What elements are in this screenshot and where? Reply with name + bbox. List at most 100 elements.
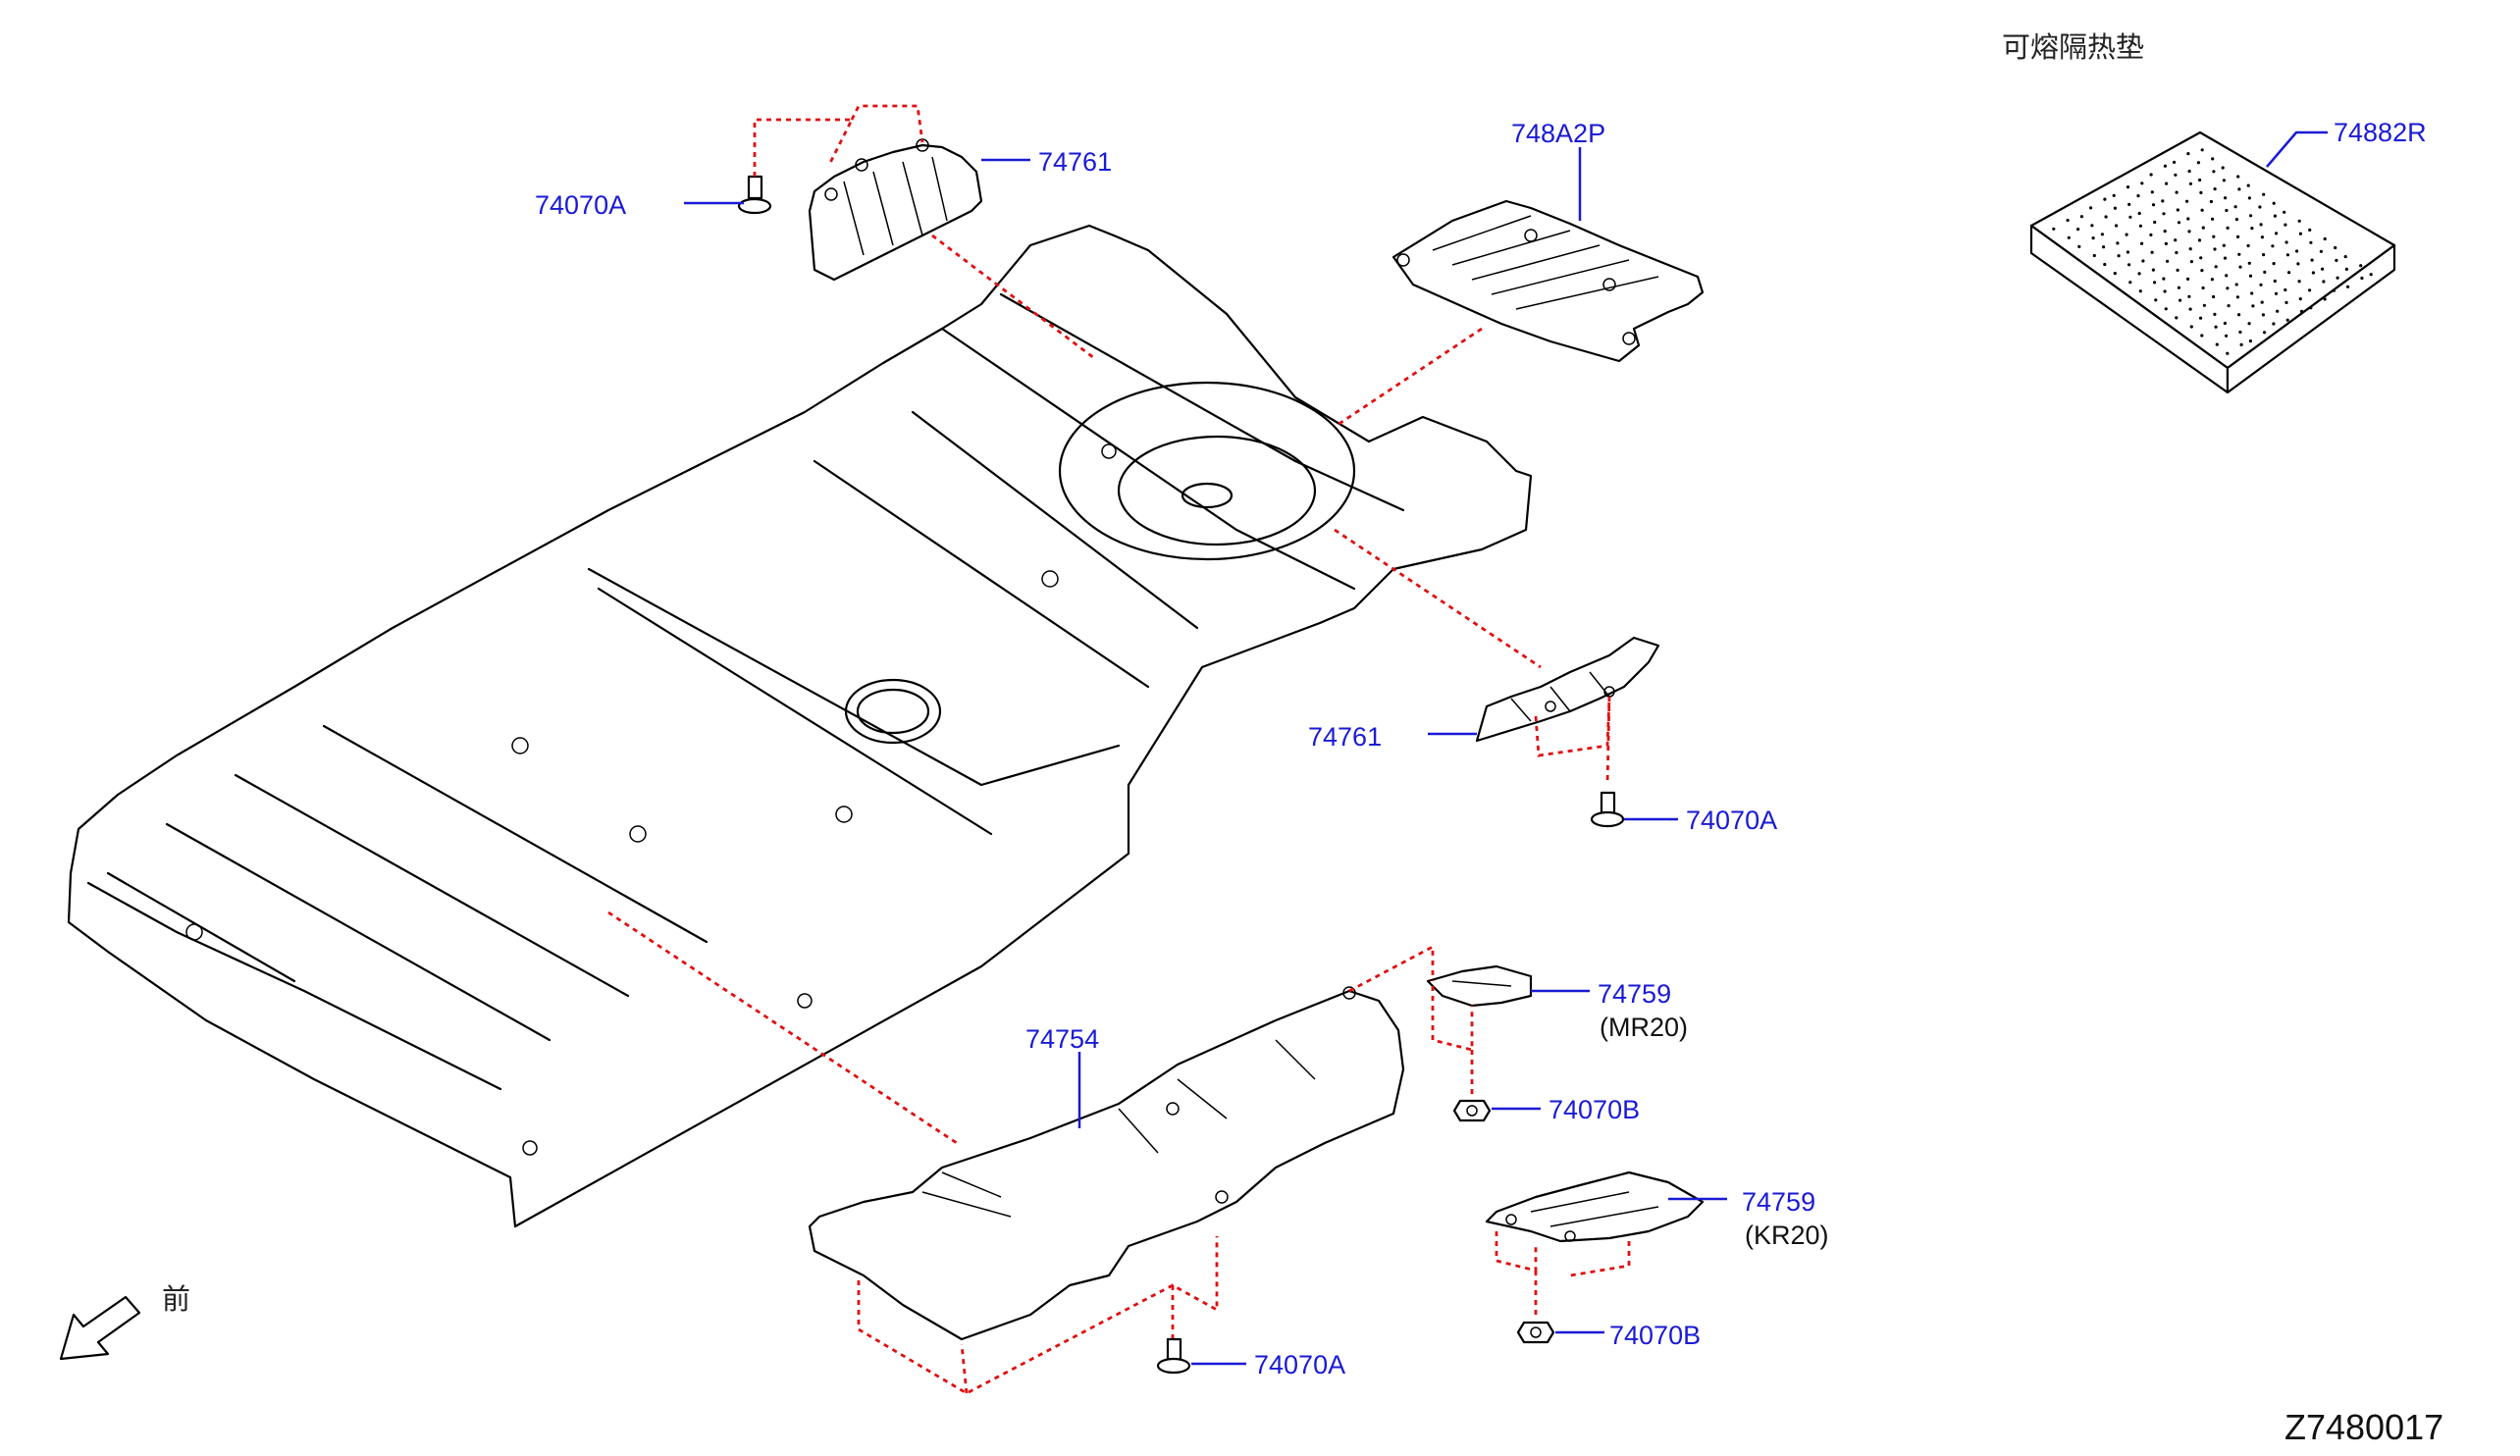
texture-dot [2140,182,2144,185]
callout-74070A-right[interactable]: 74070A [1686,806,1777,835]
texture-dot [2200,208,2204,212]
callout-74882R[interactable]: 74882R [2334,118,2427,147]
texture-dot [2188,307,2192,311]
texture-dot [2274,291,2279,295]
texture-dot [2319,249,2323,253]
texture-dot [2236,175,2240,179]
texture-dot [2247,261,2251,265]
texture-dot [2197,238,2202,242]
texture-dot [2163,289,2167,293]
texture-dot [2067,235,2071,239]
callout-74070B-mid[interactable]: 74070B [1549,1095,1640,1124]
texture-dot [2153,220,2157,225]
texture-dot [2272,262,2276,266]
texture-dot [2360,276,2364,281]
texture-dot [2150,190,2154,194]
texture-dot [2249,214,2253,218]
texture-dot [2295,249,2299,253]
bolt-74070A-top[interactable] [737,175,772,215]
texture-dot [2285,318,2289,322]
texture-dot [2284,287,2287,292]
texture-dot [2235,295,2239,299]
callout-74761-top[interactable]: 74761 [1038,147,1112,177]
heat-insulator-74759-mr20[interactable] [1426,964,1533,1008]
variant-kr20: (KR20) [1745,1221,1829,1250]
texture-dot [2250,227,2254,231]
dashed-leader [753,118,855,177]
heat-insulator-74761-top[interactable] [808,138,983,282]
texture-dot [2287,271,2291,275]
texture-dot [2202,303,2206,307]
texture-dot [2246,183,2250,187]
variant-mr20: (MR20) [1600,1013,1688,1042]
nut-74070B-mid[interactable] [1452,1099,1492,1122]
texture-dot [2136,194,2140,198]
texture-dot [2166,259,2170,263]
texture-dot [2296,262,2300,266]
texture-dot [2163,164,2167,168]
texture-dot [2237,313,2241,317]
texture-dot [2175,190,2179,194]
nut-74070B-bottom[interactable] [1516,1321,1555,1344]
texture-dot [2128,281,2132,285]
texture-dot [2259,223,2263,227]
texture-dot [2271,244,2275,248]
texture-dot [2186,277,2190,281]
bolt-74070A-bottom[interactable] [1156,1337,1191,1375]
texture-dot [2222,243,2226,247]
texture-dot [2212,170,2216,174]
texture-dot [2187,169,2191,174]
texture-dot [2066,218,2070,223]
texture-dot [2309,240,2313,244]
texture-dot [2213,247,2217,251]
texture-dot [2323,297,2327,301]
texture-dot [2247,322,2251,326]
fusible-insulation-pad-74882R[interactable] [2029,130,2396,394]
callout-74759-mr[interactable]: 74759 [1598,979,1671,1009]
callout-74754[interactable]: 74754 [1025,1024,1099,1054]
callout-74070B-bottom[interactable]: 74070B [1609,1321,1701,1350]
heat-insulator-74754[interactable] [808,986,1405,1341]
callout-74070A-bottom[interactable]: 74070A [1254,1350,1345,1379]
texture-dot [2321,267,2325,271]
texture-dot [2263,331,2267,335]
texture-dot [2174,173,2178,177]
texture-dot [2283,210,2286,214]
dashed-leader [1334,528,1542,669]
texture-dot [2102,245,2106,249]
heat-insulator-748A2P[interactable] [1391,199,1705,363]
floor-panel-illustration [67,224,1533,1228]
texture-dot [2223,321,2227,326]
texture-dot [2260,300,2264,304]
callout-748A2P[interactable]: 748A2P [1511,119,1605,148]
texture-dot [2187,294,2191,298]
callout-74759-kr[interactable]: 74759 [1742,1187,1815,1217]
texture-dot [2261,313,2265,317]
texture-dot [2077,244,2081,248]
callout-74761-right[interactable]: 74761 [1308,722,1382,752]
heat-insulator-74759-kr20[interactable] [1485,1170,1705,1243]
texture-dot [2323,236,2327,241]
texture-dot [2308,228,2312,232]
texture-dot [2213,312,2217,316]
texture-dot [2250,291,2254,295]
texture-dot [2298,232,2302,235]
texture-dot [2112,193,2116,197]
callout-74070A-top[interactable]: 74070A [535,190,626,220]
texture-dot [2186,152,2190,156]
texture-dot [2138,224,2142,228]
texture-dot [2273,279,2277,284]
heat-insulator-74761-right[interactable] [1475,636,1660,743]
texture-dot [2248,274,2253,278]
texture-dot [2076,228,2080,232]
texture-dot [2344,267,2348,271]
texture-dot [2284,300,2288,304]
texture-dot [2343,255,2347,259]
texture-dot [2223,256,2228,260]
bolt-74070A-right[interactable] [1590,791,1625,828]
texture-dot [2177,221,2181,225]
texture-dot [2334,245,2337,250]
texture-dot [2275,232,2279,235]
texture-dot [2179,298,2182,302]
dashed-leader [850,104,924,143]
